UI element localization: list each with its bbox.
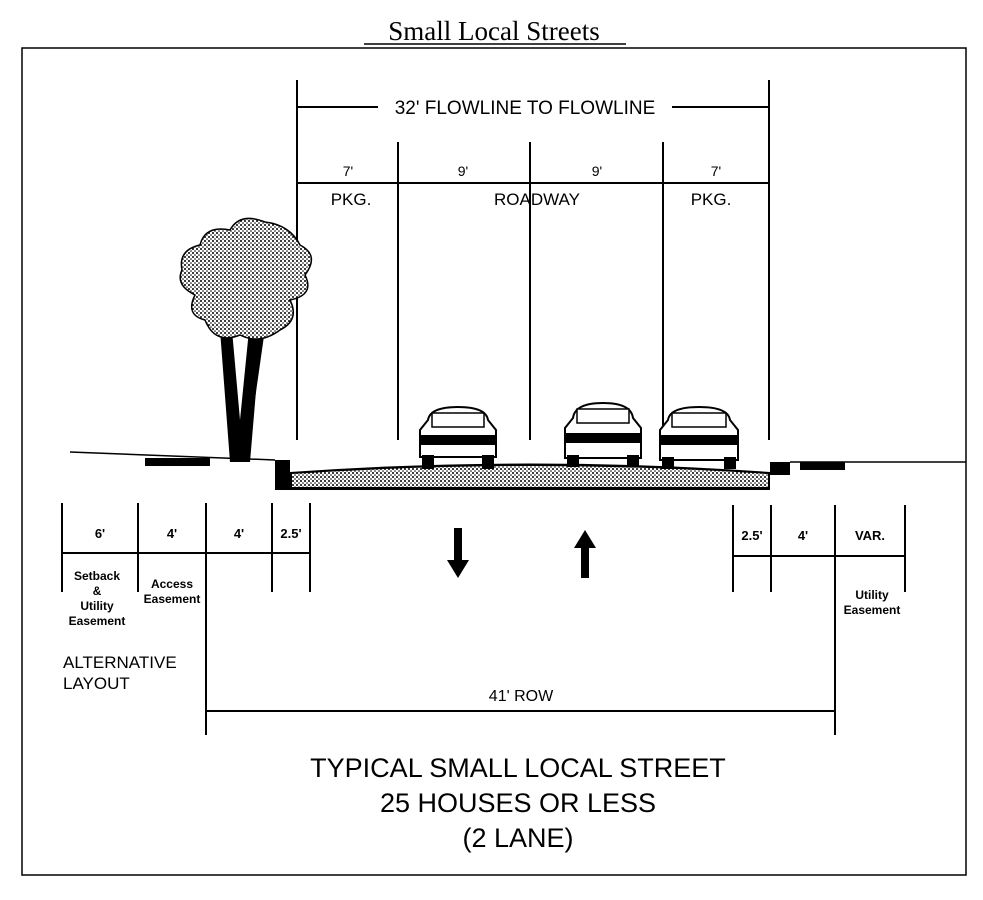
arrow-up-icon bbox=[574, 530, 596, 578]
lane-width-4: 7' bbox=[711, 163, 721, 179]
page-title: Small Local Streets bbox=[388, 16, 599, 46]
left-parking-label: PKG. bbox=[331, 190, 372, 209]
tree-icon bbox=[179, 217, 313, 462]
arrow-down-icon bbox=[447, 528, 469, 578]
left-width-1: 6' bbox=[95, 526, 105, 541]
access-line: Easement bbox=[144, 592, 201, 606]
caption-line-3: (2 LANE) bbox=[462, 823, 573, 853]
caption-line-2: 25 HOUSES OR LESS bbox=[380, 788, 656, 818]
left-width-2: 4' bbox=[167, 526, 177, 541]
caption-line-1: TYPICAL SMALL LOCAL STREET bbox=[310, 753, 726, 783]
right-width-3: VAR. bbox=[855, 528, 885, 543]
left-width-4: 2.5' bbox=[280, 526, 301, 541]
left-width-3: 4' bbox=[234, 526, 244, 541]
lane-width-2: 9' bbox=[458, 163, 468, 179]
setback-line: Easement bbox=[69, 614, 126, 628]
right-parking-label: PKG. bbox=[691, 190, 732, 209]
lane-width-3: 9' bbox=[592, 163, 602, 179]
utility-easement-line-1: Utility bbox=[855, 588, 889, 602]
alternative-layout-line-2: LAYOUT bbox=[63, 674, 130, 693]
setback-label: Setback & Utility Easement bbox=[69, 569, 126, 628]
lane-width-1: 7' bbox=[343, 163, 353, 179]
right-width-2: 4' bbox=[798, 528, 808, 543]
flowline-dimension bbox=[296, 80, 770, 440]
road-section bbox=[69, 451, 966, 490]
right-dimensions bbox=[732, 505, 906, 735]
car-icon-3 bbox=[659, 405, 739, 469]
row-label: 41' ROW bbox=[489, 688, 554, 705]
alternative-layout-line-1: ALTERNATIVE bbox=[63, 653, 177, 672]
access-line: Access bbox=[151, 577, 193, 591]
left-dimensions bbox=[61, 503, 311, 735]
right-width-1: 2.5' bbox=[741, 528, 762, 543]
access-easement-label: Access Easement bbox=[144, 577, 201, 606]
car-icon-2 bbox=[564, 401, 642, 467]
utility-easement-line-2: Easement bbox=[844, 603, 901, 617]
roadway-label: ROADWAY bbox=[494, 190, 580, 209]
setback-line: Setback bbox=[74, 569, 120, 583]
setback-line: Utility bbox=[80, 599, 114, 613]
car-icon-1 bbox=[419, 405, 497, 469]
setback-line: & bbox=[93, 584, 102, 598]
flowline-label: 32' FLOWLINE TO FLOWLINE bbox=[395, 98, 656, 119]
